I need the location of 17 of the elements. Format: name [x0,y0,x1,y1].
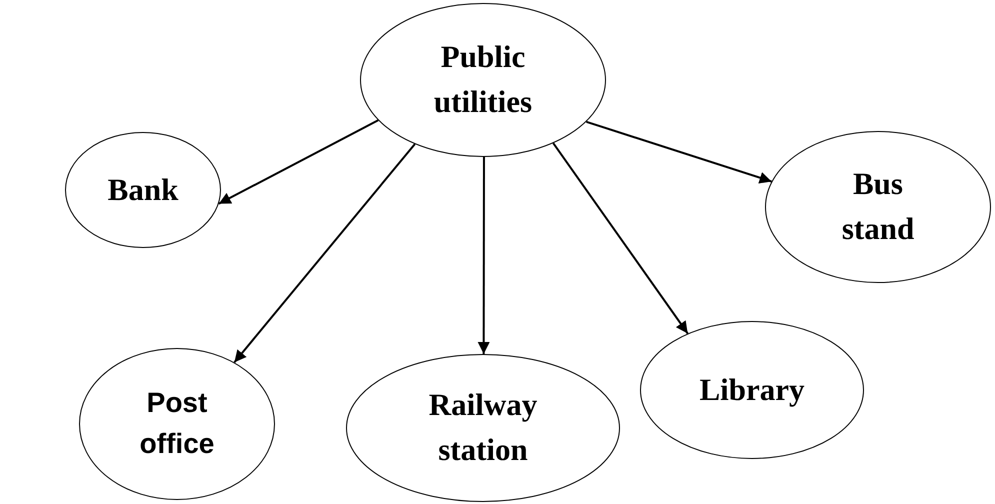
node-label: Bank [106,170,180,209]
arrow [552,142,689,334]
ellipse-node [79,348,275,500]
ellipse-node [640,321,864,459]
ellipse-node [765,131,991,283]
node-label: Post office [138,386,216,461]
arrow [478,157,490,354]
node-label: Library [698,370,806,409]
ellipse-node [65,132,221,248]
node-label: Railway station [428,386,538,469]
arrow [234,143,416,363]
node-label: Bus stand [840,165,916,248]
arrow [586,120,772,184]
ellipse-node [346,354,620,502]
node-label: Public utilities [432,38,534,121]
ellipse-node [360,3,606,157]
arrow [218,119,379,205]
